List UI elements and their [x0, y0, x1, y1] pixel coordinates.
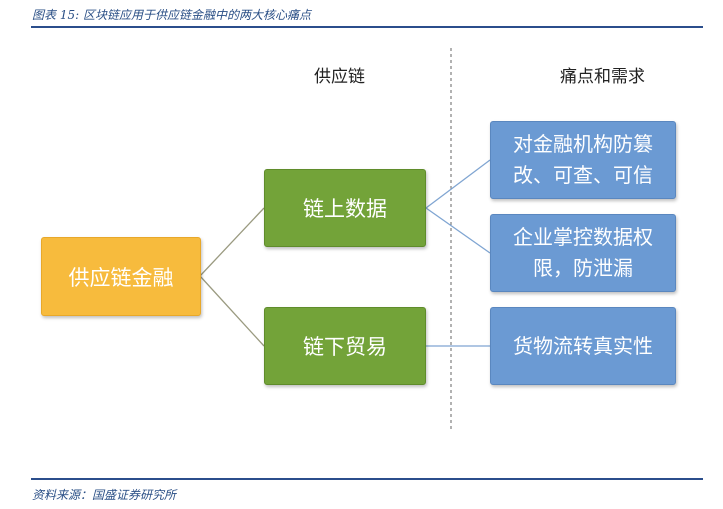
node-goods-authenticity: 货物流转真实性 [490, 307, 676, 385]
node-label: 供应链金融 [68, 265, 174, 290]
figure-title: 图表 15: 区块链应用于供应链金融中的两大核心痛点 [32, 8, 311, 22]
edge-root-onchain [199, 207, 265, 277]
bottom-rule [31, 478, 703, 480]
header-pain-points: 痛点和需求 [560, 67, 645, 87]
node-tamper-proof: 对金融机构防篡改、可查、可信 [490, 121, 676, 199]
edge-root-offchain [199, 275, 265, 347]
node-label: 链上数据 [303, 197, 387, 221]
node-supply-chain-finance: 供应链金融 [41, 237, 201, 316]
edge-onchain-need2 [425, 207, 491, 254]
node-label: 企业掌控数据权限，防泄漏 [513, 225, 653, 280]
header-supply-chain: 供应链 [314, 67, 365, 87]
node-label: 链下贸易 [303, 335, 387, 359]
node-label: 对金融机构防篡改、可查、可信 [513, 132, 653, 187]
node-onchain-data: 链上数据 [264, 169, 426, 247]
edge-onchain-need1 [425, 159, 491, 209]
node-offchain-trade: 链下贸易 [264, 307, 426, 385]
node-data-permission: 企业掌控数据权限，防泄漏 [490, 214, 676, 292]
figure-source: 资料来源：国盛证券研究所 [32, 488, 177, 502]
top-rule [31, 26, 703, 28]
node-label: 货物流转真实性 [513, 333, 653, 358]
